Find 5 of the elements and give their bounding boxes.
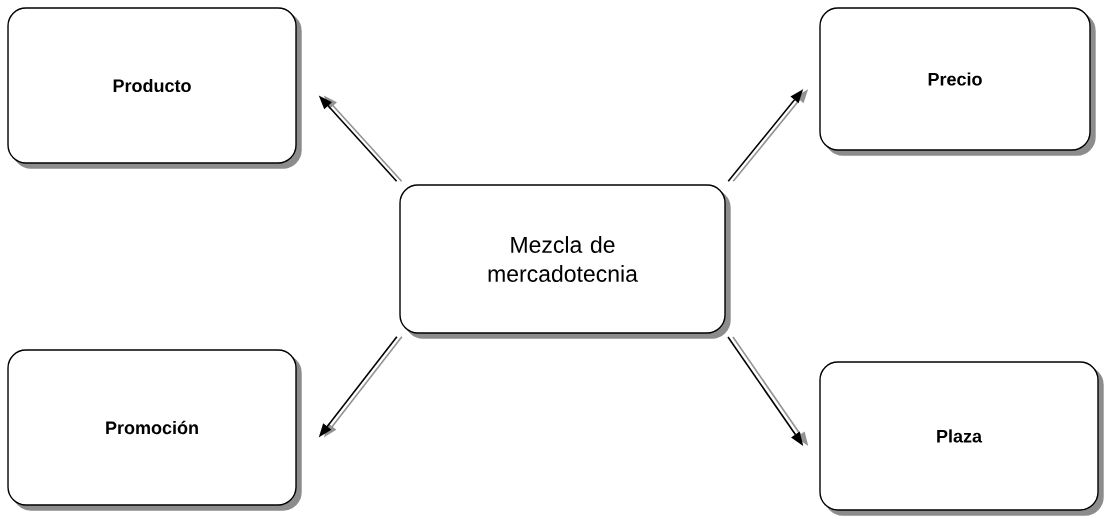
rounded-box: Producto [7, 7, 302, 169]
rounded-box: Precio [819, 7, 1096, 156]
rounded-box: Plaza [819, 361, 1104, 516]
rounded-box: Mezcla de mercadotecnia [399, 184, 731, 339]
rounded-box: Promoción [7, 349, 302, 511]
